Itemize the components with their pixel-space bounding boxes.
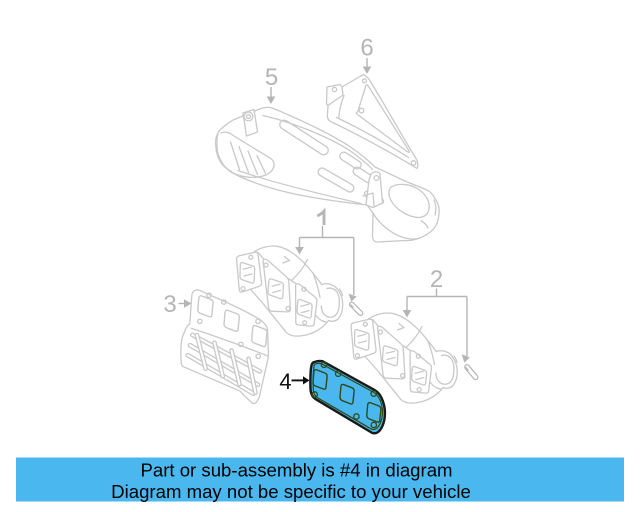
svg-text:Diagram may not be specific to: Diagram may not be specific to your vehi… <box>111 481 471 502</box>
svg-text:2: 2 <box>430 266 443 293</box>
svg-text:6: 6 <box>360 35 373 62</box>
svg-text:Part or sub-assembly is #4 in: Part or sub-assembly is #4 in diagram <box>140 460 452 481</box>
svg-text:5: 5 <box>265 64 278 91</box>
svg-text:4: 4 <box>279 369 291 394</box>
svg-text:3: 3 <box>163 291 176 318</box>
